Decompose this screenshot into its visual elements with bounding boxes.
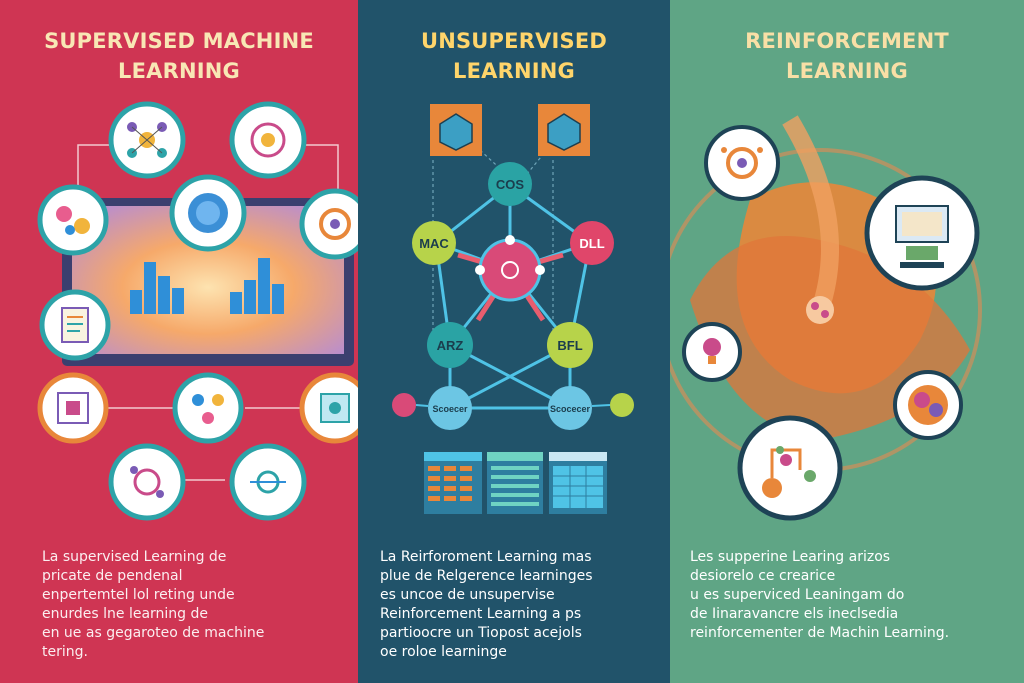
description-line: La supervised Learning de [42, 549, 227, 565]
node-scocecer: Scocecer [548, 386, 592, 430]
dot-cluster-icon [169, 174, 247, 252]
supervised-title: SUPERVISED MACHINE LEARNING [0, 26, 358, 86]
node-label: BFL [557, 338, 582, 353]
description-line: pricate de pendenal [42, 568, 183, 584]
supervised-title-line1: SUPERVISED MACHINE [44, 29, 314, 53]
reinforcement-learning-panel: REINFORCEMENT LEARNING [670, 0, 1024, 683]
endpoint-links [415, 404, 611, 407]
unsupervised-illustration: COS MAC DLL ARZ BFL Scoecer Scocecer [392, 104, 634, 514]
description-line: La Reirforoment Learning mas [380, 549, 592, 565]
description-line: reinforcementer de Machin Learning. [690, 625, 950, 641]
process-flow-icon [737, 415, 843, 521]
description-line: u es superviced Leaningam do [690, 587, 905, 603]
node-label: MAC [419, 236, 449, 251]
reinforcement-illustration [670, 115, 982, 521]
cube-icon [430, 104, 482, 156]
description-line: en ue as gegaroteo de machine [42, 625, 265, 641]
data-table-icon [487, 452, 543, 514]
node-label: Scoecer [432, 404, 468, 414]
description-line: desiorelo ce crearice [690, 568, 836, 584]
reinforcement-title: REINFORCEMENT LEARNING [670, 26, 1024, 86]
node-label: ARZ [437, 338, 464, 353]
computer-icon [864, 175, 980, 291]
unsupervised-learning-panel: UNSUPERVISED LEARNING [358, 0, 670, 683]
data-table-icon [424, 452, 482, 514]
processor-icon [299, 372, 358, 444]
chip-icon [37, 372, 109, 444]
node-bfl: BFL [547, 322, 593, 368]
node-dll: DLL [570, 221, 614, 265]
node-label: DLL [579, 236, 604, 251]
supervised-learning-panel: SUPERVISED MACHINE LEARNING [0, 0, 358, 683]
node-mac: MAC [412, 221, 456, 265]
supervised-title-line2: LEARNING [118, 59, 240, 83]
description-line: partioocre un Tiopost acejols [380, 625, 582, 641]
supervised-description: La supervised Learning de pricate de pen… [42, 548, 264, 662]
unsupervised-description: La Reirforoment Learning mas plue de Rel… [380, 548, 592, 662]
cog-icon [299, 188, 358, 260]
node-arz: ARZ [427, 322, 473, 368]
brain-icon [229, 101, 307, 179]
center-agent-icon [806, 296, 834, 324]
node-label: COS [496, 177, 525, 192]
supervised-illustration [37, 101, 358, 521]
document-icon [39, 289, 111, 361]
lightbulb-icon [682, 322, 742, 382]
bar-chart-icon [130, 258, 284, 314]
description-line: plue de Relgerence learninges [380, 568, 593, 584]
description-line: tering. [42, 644, 88, 660]
description-line: Les supperine Learing arizos [690, 549, 891, 565]
node-cos: COS [488, 162, 532, 206]
colorful-chip-icon [893, 370, 963, 440]
node-label: Scocecer [550, 404, 591, 414]
node-scoecer: Scoecer [428, 386, 472, 430]
unsupervised-title: UNSUPERVISED LEARNING [358, 26, 670, 86]
description-line: enpertemtel lol reting unde [42, 587, 235, 603]
description-line: es uncoe de unsupervise [380, 587, 555, 603]
gears-icon [37, 184, 109, 256]
endpoint-dot [610, 393, 634, 417]
description-line: enurdes lne learning de [42, 606, 209, 622]
molecule-icon [108, 443, 186, 521]
gear-network-icon [704, 125, 780, 201]
reinforcement-title-line1: REINFORCEMENT [745, 29, 949, 53]
data-table-icon [549, 452, 607, 514]
unsupervised-title-line1: UNSUPERVISED [420, 29, 608, 53]
unsupervised-title-line2: LEARNING [453, 59, 575, 83]
cube-icon [538, 104, 590, 156]
reinforcement-title-line2: LEARNING [786, 59, 908, 83]
description-line: oe roloe learninge [380, 644, 507, 660]
neural-icon [172, 372, 244, 444]
network-icon [108, 101, 186, 179]
hub-node [475, 235, 545, 302]
circuit-icon [229, 443, 307, 521]
reinforcement-description: Les supperine Learing arizos desiorelo c… [690, 548, 949, 643]
endpoint-dot [392, 393, 416, 417]
description-line: de Iinaravancre els ineclsedia [690, 606, 899, 622]
description-line: Reinforcement Learning a ps [380, 606, 582, 622]
